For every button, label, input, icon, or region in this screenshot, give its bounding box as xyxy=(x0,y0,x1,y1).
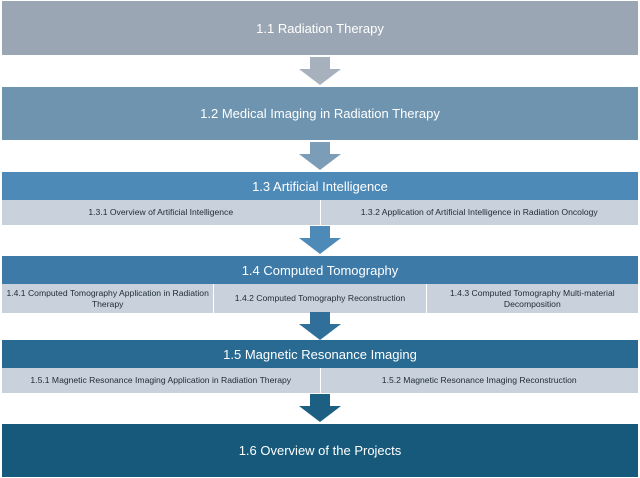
down-arrow-icon xyxy=(299,57,341,85)
down-arrow-icon xyxy=(299,142,341,170)
section-1-4-title: 1.4 Computed Tomography xyxy=(241,262,399,278)
down-arrow-icon xyxy=(299,226,341,254)
section-1-6-title: 1.6 Overview of the Projects xyxy=(238,443,402,458)
section-1-1-title: 1.1 Radiation Therapy xyxy=(256,20,384,36)
section-1-5-box: 1.5 Magnetic Resonance Imaging xyxy=(2,340,638,368)
down-arrow-icon xyxy=(299,312,341,340)
section-1-5-title: 1.5 Magnetic Resonance Imaging xyxy=(223,346,417,362)
section-1-1-box: 1.1 Radiation Therapy xyxy=(2,1,638,55)
section-1-5-subtopics: 1.5.1 Magnetic Resonance Imaging Applica… xyxy=(2,368,638,393)
section-1-3-subtopics: 1.3.1 Overview of Artificial Intelligenc… xyxy=(2,200,638,225)
section-1-6-box: 1.6 Overview of the Projects xyxy=(2,424,638,477)
subtopic-1-4-2: 1.4.2 Computed Tomography Reconstruction xyxy=(214,284,427,313)
section-1-3-box: 1.3 Artificial Intelligence xyxy=(2,172,638,200)
section-1-2-box: 1.2 Medical Imaging in Radiation Therapy xyxy=(2,87,638,140)
subtopic-1-4-3: 1.4.3 Computed Tomography Multi-material… xyxy=(450,288,615,309)
subtopic-1-5-2: 1.5.2 Magnetic Resonance Imaging Reconst… xyxy=(381,375,577,386)
section-1-4-subtopics: 1.4.1 Computed Tomography Application in… xyxy=(2,284,638,313)
section-1-2-title: 1.2 Medical Imaging in Radiation Therapy xyxy=(200,106,440,121)
subtopic-1-3-1: 1.3.1 Overview of Artificial Intelligenc… xyxy=(2,200,321,225)
subtopic-1-3-2: 1.3.2 Application of Artificial Intellig… xyxy=(360,207,598,218)
subtopic-1-5-1: 1.5.1 Magnetic Resonance Imaging Applica… xyxy=(2,368,321,393)
subtopic-1-4-1: 1.4.1 Computed Tomography Application in… xyxy=(2,284,215,313)
down-arrow-icon xyxy=(299,394,341,422)
section-1-3-title: 1.3 Artificial Intelligence xyxy=(252,178,388,194)
section-1-4-box: 1.4 Computed Tomography xyxy=(2,256,638,284)
